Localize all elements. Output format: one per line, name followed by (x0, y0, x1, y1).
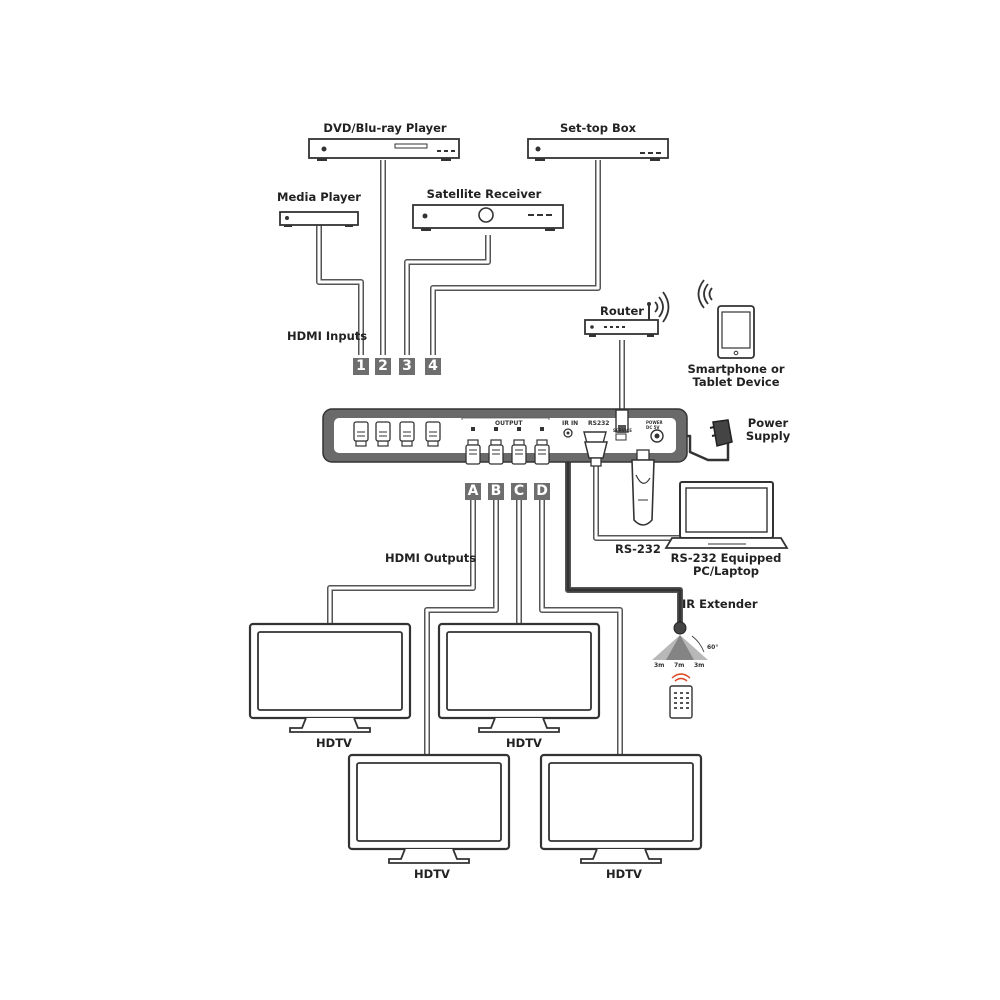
ir-distance-left: 3m (654, 662, 665, 669)
input-badge-4: 4 (425, 358, 441, 375)
ir-angle-label: 60° (707, 644, 719, 651)
satellite-receiver-device (412, 204, 564, 231)
hdtv-label-a: HDTV (316, 736, 352, 750)
pc-label-line1: RS-232 Equipped (670, 551, 782, 565)
panel-rs232-label: RS232 (588, 420, 610, 427)
satellite-receiver-label: Satellite Receiver (426, 187, 542, 201)
smartphone-label-line1: Smartphone or (687, 362, 785, 376)
router-device (584, 291, 670, 337)
dvd-player-label: DVD/Blu-ray Player (323, 121, 447, 135)
media-player-label: Media Player (277, 190, 361, 204)
hdmi-inputs-label: HDMI Inputs (287, 329, 368, 343)
panel-output-label: OUTPUT (495, 420, 523, 427)
output-badge-d: D (534, 483, 550, 500)
hdmi-outputs-label: HDMI Outputs (385, 551, 477, 565)
input-badge-1: 1 (353, 358, 369, 375)
ir-distance-right: 3m (694, 662, 705, 669)
input-badge-2: 2 (375, 358, 391, 375)
router-label: Router (600, 304, 644, 318)
hdtv-label-b: HDTV (414, 867, 450, 881)
hdtv-label-d: HDTV (606, 867, 642, 881)
output-badge-a: A (465, 483, 481, 500)
laptop-device (664, 481, 789, 549)
ir-extender-label: IR Extender (682, 597, 758, 611)
cables (316, 160, 730, 755)
smartphone-label-line2: Tablet Device (692, 375, 780, 389)
panel-service-label: SERVICE (613, 428, 632, 433)
set-top-box-label: Set-top Box (559, 121, 637, 135)
ir-distance-center: 7m (674, 662, 685, 669)
media-player-device (279, 211, 359, 227)
hdtv-label-c: HDTV (506, 736, 542, 750)
panel-ir-in-label: IR IN (562, 420, 579, 427)
ir-extender (652, 621, 708, 660)
output-badge-b: B (488, 483, 504, 500)
tablet-device (697, 279, 755, 359)
ethernet-plug (615, 409, 629, 433)
panel-power-label: POWER DC 5V (646, 420, 663, 430)
output-badge-c: C (511, 483, 527, 500)
power-label-line1: Power (747, 416, 789, 430)
power-label-line2: Supply (745, 429, 791, 443)
pc-label-line2: PC/Laptop (692, 564, 760, 578)
remote-control (669, 673, 693, 719)
input-badge-3: 3 (399, 358, 415, 375)
set-top-box-device (527, 138, 669, 161)
rs232-connector (584, 441, 608, 467)
power-adapter (709, 419, 733, 447)
usb-stick (631, 449, 655, 526)
rs232-label: RS-232 (615, 542, 661, 556)
dvd-player-device (308, 138, 460, 161)
